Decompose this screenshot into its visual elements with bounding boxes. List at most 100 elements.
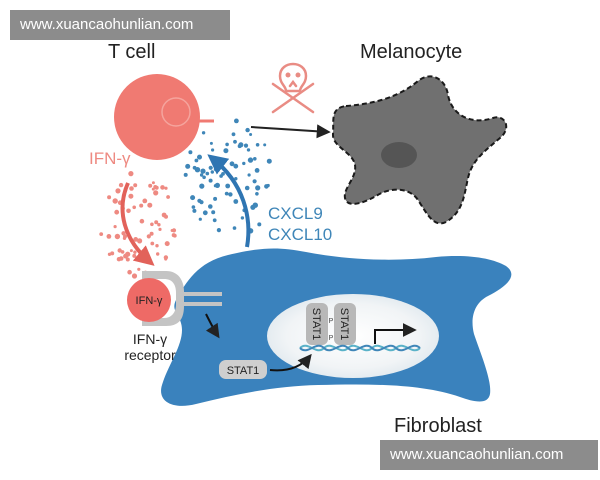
cxcl-dot <box>244 185 250 191</box>
ifn-gamma-dot <box>127 269 132 275</box>
ifn-gamma-dot <box>128 171 134 177</box>
cxcl-dot <box>243 143 249 148</box>
cxcl-dot <box>209 141 213 145</box>
cxcl-dot <box>254 168 260 173</box>
ifn-gamma-dot <box>110 251 115 256</box>
ifn-gamma-dot <box>133 237 139 242</box>
ifn-gamma-dot <box>154 185 159 190</box>
stat1-pill <box>219 360 267 379</box>
ifn-gamma-dot <box>131 273 138 279</box>
ifn-gamma-dot <box>171 233 176 238</box>
stat1-translocation-arrow <box>269 353 312 372</box>
cxcl-dot <box>246 148 251 152</box>
ifn-gamma-dot <box>164 186 168 190</box>
ifn-gamma-dot <box>128 193 134 199</box>
cxcl-dot <box>234 118 239 124</box>
cxcl-dot <box>199 183 205 189</box>
ifn-gamma-dot <box>164 214 168 219</box>
ifn-ligand-label: IFN-γ <box>136 295 163 307</box>
cxcl-dot <box>255 143 260 147</box>
ifn-gamma-dot <box>166 195 171 199</box>
cxcl-dot <box>199 173 204 177</box>
cxcl-dot <box>202 175 206 180</box>
ifn-gamma-dot <box>147 202 153 208</box>
ifn-gamma-dot <box>163 255 169 260</box>
cxcl-dot <box>229 161 235 167</box>
ifn-gamma-dot <box>164 241 170 247</box>
cxcl-dot <box>213 184 217 188</box>
ifn-gamma-dot <box>122 236 127 240</box>
cxcl-dot <box>232 226 237 230</box>
cxcl-dot <box>255 185 261 191</box>
stat1-label: STAT1 <box>227 365 260 377</box>
cxcl-dot <box>192 165 197 170</box>
ifn-gamma-dot <box>115 188 121 194</box>
dna-helix <box>299 344 421 352</box>
ifn-gamma-ligand <box>127 278 171 322</box>
ifn-gamma-dot <box>151 187 155 191</box>
melanocyte-label: Melanocyte <box>360 41 462 63</box>
cxcl-dot <box>247 157 254 163</box>
cxcl-dot <box>242 161 246 166</box>
cxcl-dot <box>211 148 215 152</box>
transcription-arrow-icon <box>374 323 417 344</box>
cxcl-dot <box>208 178 213 183</box>
cxcl-dot <box>257 222 262 227</box>
cxcl-dot <box>228 192 233 197</box>
cxcl-dot <box>233 163 239 169</box>
ifn-gamma-dot <box>142 198 148 204</box>
watermark-top: www.xuancaohunlian.com <box>10 10 230 40</box>
ifn-gamma-dot <box>107 195 112 200</box>
cxcl-dot <box>205 171 210 176</box>
cxcl-dot <box>245 127 250 133</box>
ifn-gamma-dot <box>121 231 126 236</box>
ifn-gamma-dot <box>149 231 154 236</box>
cxcl-dot <box>197 154 202 160</box>
cxcl-dot <box>249 133 253 136</box>
ifn-gamma-dot <box>156 252 160 256</box>
ifn-gamma-dot <box>132 205 136 210</box>
ifn-gamma-dot <box>139 203 144 208</box>
ifn-gamma-dot <box>146 234 151 239</box>
cxcl-dot <box>192 208 197 213</box>
ifn-gamma-dot <box>151 181 155 185</box>
ifn-gamma-dot <box>154 220 159 225</box>
cxcl-dot <box>264 184 269 189</box>
stat1-dimer <box>306 303 356 345</box>
cxcl-dot <box>247 173 251 177</box>
ifn-gamma-dot <box>137 238 143 244</box>
ifn-gamma-dot <box>150 222 154 227</box>
cxcl-dot <box>237 144 242 149</box>
cxcl-dot <box>200 168 206 174</box>
cxcl-dot <box>224 191 229 196</box>
ifn-gamma-receptor <box>142 271 222 326</box>
cxcl-dot <box>221 172 225 176</box>
ifn-gamma-dot <box>137 267 141 271</box>
cxcl-dot <box>252 179 257 184</box>
cxcl-dot <box>194 158 199 163</box>
cxcl-dot <box>240 216 245 220</box>
cxcl-dot <box>221 159 226 164</box>
cxcl-dot <box>190 195 196 201</box>
receptor-label-line2: receptor <box>124 347 176 363</box>
stat1-dimer-left-label: STAT1 <box>310 308 322 341</box>
cxcl-dot <box>202 210 208 216</box>
ifn-gamma-dot <box>158 227 162 231</box>
ifn-gamma-particles <box>99 171 177 279</box>
cxcl-dot <box>255 192 259 196</box>
ifn-gamma-dot <box>106 234 112 239</box>
watermark-bottom: www.xuancaohunlian.com <box>380 440 598 470</box>
t-cell <box>114 74 214 160</box>
phospho-left-label: P <box>329 318 334 325</box>
cxcl-dot <box>208 204 213 209</box>
ifn-gamma-label: IFN-γ <box>89 149 131 168</box>
cxcl-dot <box>201 131 206 135</box>
cxcl-dot <box>225 142 229 147</box>
skull-crossbones-icon <box>271 62 315 114</box>
cxcl-dot <box>211 210 216 215</box>
fibroblast-label: Fibroblast <box>394 415 482 437</box>
ifn-gamma-dot <box>114 233 121 240</box>
ifn-gamma-dot <box>132 253 137 258</box>
ifn-gamma-dot <box>120 250 125 254</box>
